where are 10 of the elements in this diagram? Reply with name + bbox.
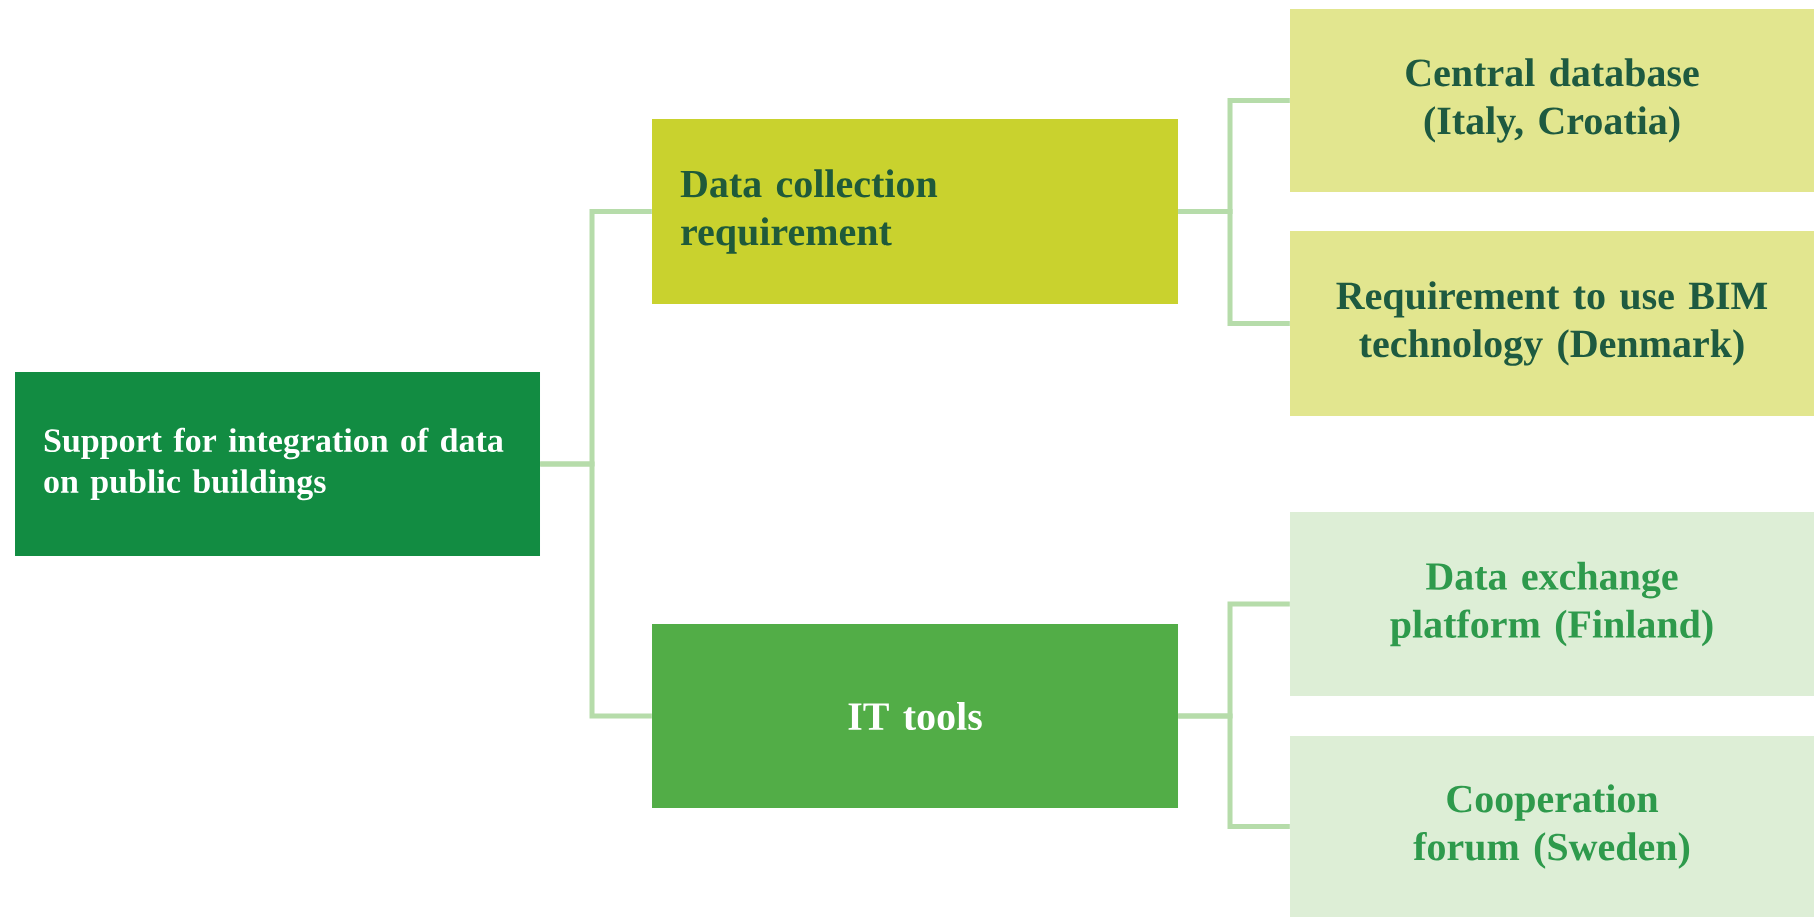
text-box: Central database (Italy, Croatia) — [1290, 9, 1814, 192]
text-box: Data exchange platform (Finland) — [1290, 512, 1814, 696]
connector-line — [1178, 713, 1290, 829]
text-box: Data collection requirement — [652, 119, 1178, 304]
text-box: Requirement to use BIM technology (Denmark) — [1290, 231, 1814, 416]
connector-line — [540, 461, 652, 719]
text-box: Cooperation forum (Sweden) — [1290, 736, 1814, 917]
connector-line — [1178, 209, 1290, 326]
text-box: IT tools — [652, 624, 1178, 808]
text-box: Support for integration of data on public buildings — [15, 372, 540, 556]
